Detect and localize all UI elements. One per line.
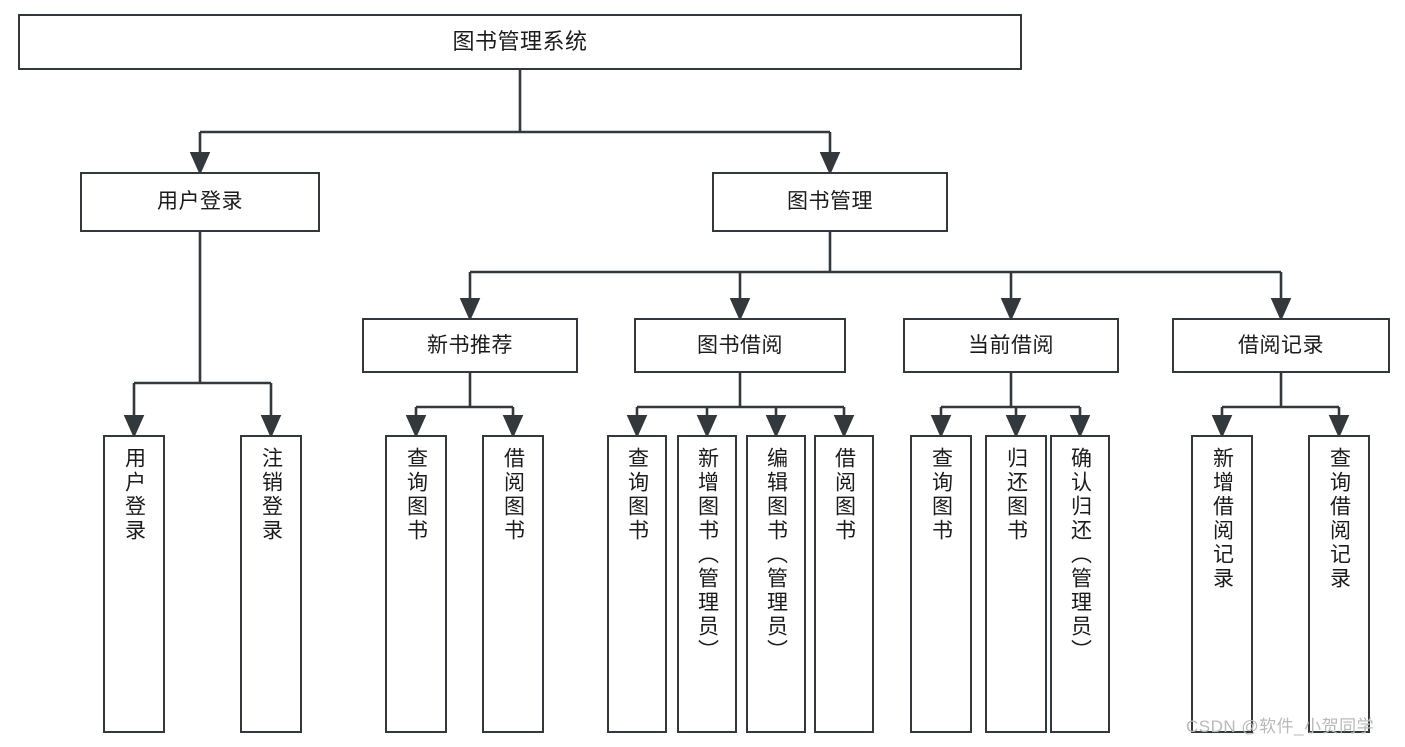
node-label-root: 图书管理系统 — [452, 28, 588, 54]
node-label-leaf-bb-query: 查询图书 — [625, 447, 649, 543]
node-leaf-bb-edit[interactable]: 编辑图书（管理员） — [746, 435, 806, 733]
node-leaf-bb-query[interactable]: 查询图书 — [607, 435, 667, 733]
node-label-leaf-bb-edit: 编辑图书（管理员） — [764, 447, 788, 663]
node-label-leaf-br-query: 查询借阅记录 — [1327, 447, 1351, 591]
node-leaf-user-logout[interactable]: 注销登录 — [240, 435, 302, 733]
node-label-book-borrow: 图书借阅 — [697, 333, 783, 357]
node-label-leaf-cb-query: 查询图书 — [929, 447, 953, 543]
node-label-leaf-cb-confirm: 确认归还（管理员） — [1068, 447, 1092, 663]
node-user-login[interactable]: 用户登录 — [80, 172, 320, 232]
node-leaf-cb-query[interactable]: 查询图书 — [910, 435, 972, 733]
node-root[interactable]: 图书管理系统 — [18, 14, 1022, 70]
node-label-book-manage: 图书管理 — [787, 190, 873, 214]
node-label-leaf-bb-add: 新增图书（管理员） — [695, 447, 719, 663]
node-leaf-cb-confirm[interactable]: 确认归还（管理员） — [1050, 435, 1110, 733]
node-label-leaf-user-logout: 注销登录 — [259, 447, 283, 543]
node-label-current-borrow: 当前借阅 — [968, 333, 1054, 357]
node-book-manage[interactable]: 图书管理 — [712, 172, 948, 232]
node-label-leaf-cb-return: 归还图书 — [1004, 447, 1028, 543]
node-leaf-user-login[interactable]: 用户登录 — [103, 435, 165, 733]
node-label-leaf-br-add: 新增借阅记录 — [1210, 447, 1234, 591]
node-label-borrow-record: 借阅记录 — [1238, 333, 1324, 357]
node-leaf-cb-return[interactable]: 归还图书 — [985, 435, 1047, 733]
node-leaf-br-query[interactable]: 查询借阅记录 — [1308, 435, 1370, 733]
node-leaf-rec-query[interactable]: 查询图书 — [385, 435, 447, 733]
node-label-leaf-bb-borrow: 借阅图书 — [832, 447, 856, 543]
node-leaf-bb-add[interactable]: 新增图书（管理员） — [677, 435, 737, 733]
node-leaf-br-add[interactable]: 新增借阅记录 — [1191, 435, 1253, 733]
node-book-borrow[interactable]: 图书借阅 — [634, 318, 846, 373]
node-borrow-record[interactable]: 借阅记录 — [1172, 318, 1390, 373]
node-label-user-login: 用户登录 — [157, 190, 243, 214]
node-label-new-book-rec: 新书推荐 — [427, 333, 513, 357]
node-label-leaf-rec-borrow: 借阅图书 — [501, 447, 525, 543]
node-current-borrow[interactable]: 当前借阅 — [903, 318, 1119, 373]
node-leaf-rec-borrow[interactable]: 借阅图书 — [482, 435, 544, 733]
node-leaf-bb-borrow[interactable]: 借阅图书 — [814, 435, 874, 733]
node-label-leaf-rec-query: 查询图书 — [404, 447, 428, 543]
node-label-leaf-user-login: 用户登录 — [122, 447, 146, 543]
node-new-book-rec[interactable]: 新书推荐 — [362, 318, 578, 373]
